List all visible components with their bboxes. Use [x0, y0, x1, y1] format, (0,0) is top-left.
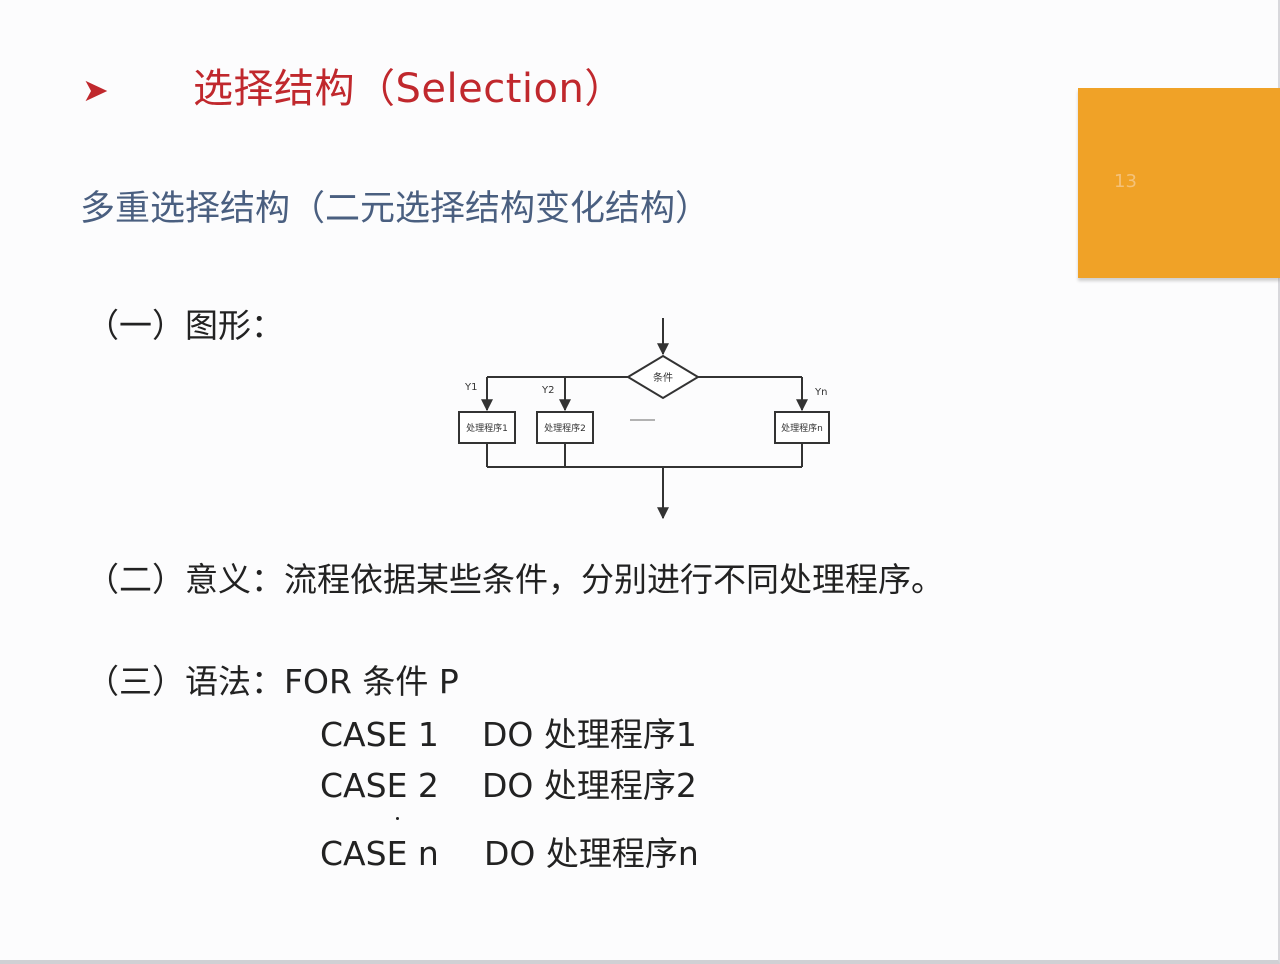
case-n-label: CASE n	[320, 834, 439, 873]
branch-n-label: Yn	[814, 387, 827, 398]
case-2-action: DO 处理程序2	[482, 766, 697, 805]
case-2-label: CASE 2	[320, 766, 439, 805]
decision-label: 条件	[653, 371, 673, 384]
page-number-badge: 13	[1078, 88, 1280, 278]
process-box-n-label: 处理程序n	[781, 422, 823, 434]
selection-flowchart: 条件 Y1 Y2 Yn 处理程序1 处理程序2 处理程序n	[458, 318, 830, 520]
section-1-label: （一）图形：	[86, 306, 284, 345]
slide-title: 选择结构（Selection）	[193, 66, 625, 112]
case-1-label: CASE 1	[320, 715, 439, 754]
case-1-action: DO 处理程序1	[482, 715, 697, 754]
case-n-action: DO 处理程序n	[484, 834, 699, 873]
section-2-text: （二）意义：流程依据某些条件，分别进行不同处理程序。	[86, 560, 944, 599]
ellipsis-dot	[396, 817, 399, 820]
decision-diamond	[626, 354, 700, 400]
process-box-2	[536, 411, 594, 444]
page-number: 13	[1114, 171, 1137, 192]
branch-1-label: Y1	[464, 382, 477, 393]
arrowhead-bullet-icon: ➤	[82, 71, 109, 109]
process-box-1-label: 处理程序1	[466, 422, 508, 434]
slide-subtitle: 多重选择结构（二元选择结构变化结构）	[80, 189, 711, 229]
section-3-label: （三）语法：FOR 条件 P	[86, 662, 459, 701]
process-box-2-label: 处理程序2	[544, 422, 586, 434]
branch-2-label: Y2	[541, 385, 554, 396]
